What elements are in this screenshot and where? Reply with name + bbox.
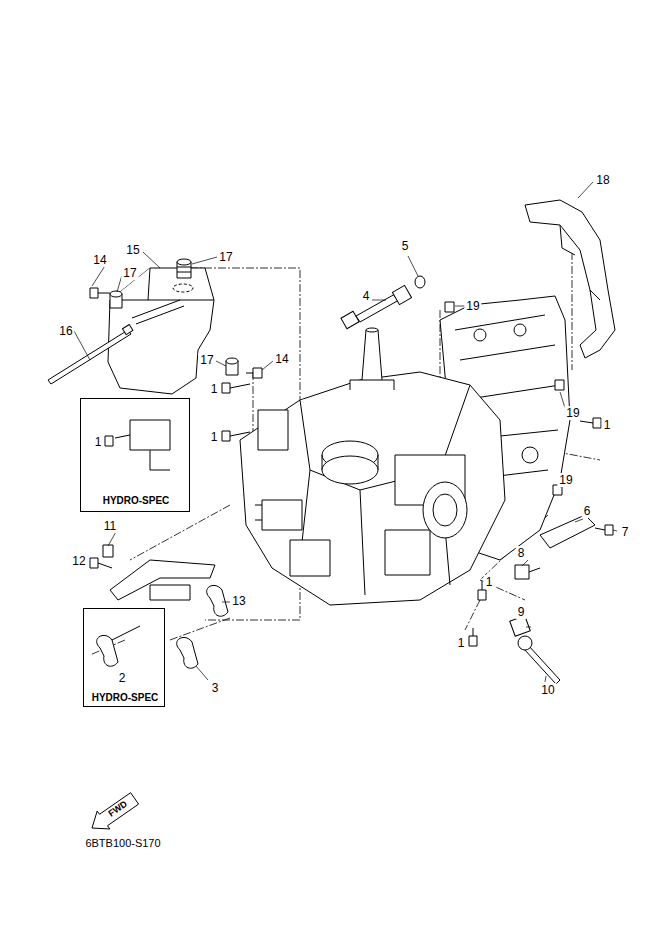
arrow-shape — [92, 793, 139, 829]
callout-number: 1 — [602, 418, 613, 432]
cable-tie — [48, 324, 133, 384]
callout-number: 11 — [102, 519, 118, 533]
callout-number: 17 — [121, 266, 138, 280]
callout-number: 3 — [210, 681, 221, 695]
callout-number: 9 — [516, 605, 527, 619]
callout-number: 4 — [361, 289, 372, 303]
sensor — [341, 276, 425, 329]
variant-label: HYDRO-SPEC — [92, 693, 159, 703]
small-part — [510, 515, 613, 684]
cover-part — [108, 268, 214, 394]
variant-box: 1HYDRO-SPEC — [80, 398, 190, 512]
clamp — [177, 585, 228, 668]
callout-number: 1 — [95, 436, 102, 448]
inset-part — [105, 420, 170, 470]
callout-number: 14 — [91, 253, 108, 267]
variant-box: 2HYDRO-SPEC — [83, 608, 165, 707]
drawing-code: 6BTB100-S170 — [83, 837, 162, 850]
variant-label: HYDRO-SPEC — [103, 496, 170, 506]
callout-number: 7 — [620, 525, 631, 539]
callout-number: 19 — [564, 406, 581, 420]
leader-line — [74, 182, 617, 682]
engine-block — [240, 296, 570, 605]
grommet — [110, 259, 238, 375]
inset-part — [97, 626, 140, 666]
callout-number: 5 — [400, 239, 411, 253]
bolt — [222, 383, 601, 646]
direction-arrow: FWD — [88, 788, 142, 832]
callout-number: 13 — [230, 594, 247, 608]
plug — [445, 302, 564, 495]
callout-number: 1 — [209, 382, 220, 396]
callout-number: 18 — [594, 173, 611, 187]
callout-number: 19 — [464, 299, 481, 313]
callout-number: 10 — [539, 683, 556, 697]
callout-number: 1 — [484, 575, 495, 589]
bracket — [90, 545, 215, 600]
callout-number: 6 — [582, 504, 593, 518]
callout-number: 19 — [557, 473, 574, 487]
callout-number: 14 — [273, 352, 290, 366]
callout-number: 1 — [209, 430, 220, 444]
callout-number: 17 — [217, 250, 234, 264]
assembly-line — [90, 252, 600, 655]
callout-number: 1 — [456, 636, 467, 650]
callout-number: 16 — [57, 324, 74, 338]
callout-number: 17 — [198, 353, 215, 367]
bolt — [90, 288, 262, 378]
callout-number: 12 — [70, 554, 87, 568]
callout-number: 8 — [516, 546, 527, 560]
callout-number: 15 — [124, 243, 141, 257]
callout-number: 2 — [119, 672, 126, 684]
